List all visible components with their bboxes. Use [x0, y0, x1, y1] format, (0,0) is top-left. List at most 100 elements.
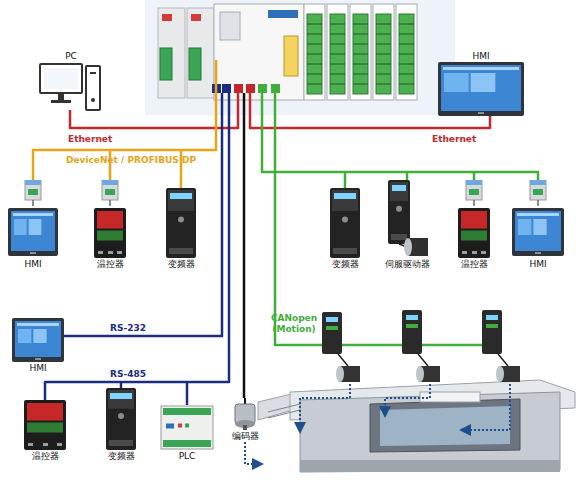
servo-motors-part	[416, 366, 424, 382]
device-icon-svg-part	[332, 190, 358, 211]
device-icon-svg-part	[533, 189, 543, 195]
bus-label: Ethernet	[432, 134, 502, 145]
device-icon-svg-part	[169, 248, 193, 254]
plc-rack-part	[187, 8, 214, 98]
device-icon-svg-part	[535, 252, 541, 254]
packaging-machine-part	[370, 399, 520, 452]
device-label: HMI	[24, 258, 41, 270]
device-icon-svg	[452, 180, 496, 258]
device-icon-svg	[102, 388, 140, 450]
device-icon-svg-part	[27, 423, 63, 433]
device-icon-svg-part	[461, 211, 487, 229]
plc-rack-part	[158, 8, 185, 98]
device-icon-svg-part	[8, 208, 58, 256]
device-icon-svg-part	[97, 211, 123, 229]
device-label: PC	[65, 50, 77, 62]
device-node: 温控器	[88, 180, 132, 270]
device-icon-svg-part	[533, 219, 546, 235]
device-icon	[8, 180, 58, 258]
plc-rack-part	[284, 36, 298, 76]
canopen-wire	[275, 93, 322, 345]
device-icon-svg-part	[28, 189, 38, 195]
device-icon-svg-part	[109, 200, 111, 206]
device-node: 变频器	[326, 188, 364, 270]
plc-rack-part	[350, 4, 371, 100]
device-icon-svg-part	[166, 424, 174, 429]
device-label: 温控器	[461, 258, 488, 270]
device-icon-svg-part	[461, 231, 487, 241]
device-icon-svg-part	[13, 213, 53, 216]
bus-wires	[33, 60, 538, 405]
device-icon-svg-part	[32, 200, 34, 206]
device-icon-svg-part	[28, 443, 33, 446]
servo-drives-part	[486, 324, 498, 328]
device-node: PC	[38, 50, 104, 112]
device-icon-svg-part	[25, 180, 41, 185]
device-label: 变频器	[168, 258, 195, 270]
device-icon	[222, 398, 268, 430]
device-icon-svg-part	[334, 193, 356, 199]
device-icon-svg-part	[530, 180, 546, 200]
device-label: HMI	[529, 258, 546, 270]
canopen-wire	[342, 344, 402, 347]
device-icon-svg-part	[102, 180, 118, 185]
device-icon-svg	[512, 180, 564, 258]
device-icon-svg-part	[86, 66, 100, 110]
device-node: HMI	[8, 180, 58, 270]
plc-rack-part	[191, 14, 201, 21]
device-node: HMI	[438, 50, 524, 116]
device-icon	[160, 405, 214, 450]
device-icon-svg-part	[90, 72, 96, 74]
device-icon-svg-part	[517, 213, 559, 216]
device-icon-svg-part	[110, 393, 132, 399]
device-icon	[452, 180, 496, 258]
servo-drives-part	[406, 315, 418, 320]
device-label: 变频器	[108, 450, 135, 462]
device-icon-svg-part	[51, 100, 71, 103]
encoder-wire	[243, 93, 246, 398]
device-icon-svg	[162, 188, 200, 258]
device-icon-svg-part	[97, 231, 123, 241]
device-icon-svg-part	[444, 73, 469, 92]
device-icon-svg	[160, 405, 214, 450]
device-icon-svg-part	[161, 406, 213, 449]
device-icon-svg-part	[15, 321, 61, 357]
device-icon-svg-part	[12, 318, 64, 362]
device-icon-svg-part	[473, 200, 475, 206]
green-drop	[344, 172, 347, 188]
device-icon-svg-part	[91, 98, 95, 102]
device-node: 变频器	[102, 388, 140, 462]
device-icon	[162, 188, 200, 258]
motion-arrows-part	[465, 384, 510, 430]
device-icon-svg-part	[163, 440, 211, 447]
device-node: 编码器	[222, 398, 268, 442]
plc-rack-part	[271, 84, 280, 93]
device-node: HMI	[512, 180, 564, 270]
device-node: 变频器	[162, 188, 200, 270]
device-label: HMI	[472, 50, 489, 62]
device-icon-svg-part	[471, 73, 496, 92]
device-icon-svg-part	[117, 251, 122, 254]
device-icon-svg-part	[512, 208, 564, 256]
servo-motors	[336, 354, 520, 382]
device-icon-svg-part	[18, 329, 31, 343]
device-node: 温控器	[452, 180, 496, 270]
device-icon-svg-part	[25, 180, 41, 200]
device-icon-svg-part	[537, 200, 539, 206]
green-drop	[473, 172, 476, 180]
device-icon	[88, 180, 132, 258]
device-label: 编码器	[232, 430, 259, 442]
device-icon-svg-part	[243, 425, 247, 430]
plc-rack-part	[162, 14, 172, 21]
device-icon-svg-part	[33, 329, 46, 343]
device-icon-svg-part	[333, 248, 357, 254]
bus-label: RS-232	[110, 323, 170, 334]
device-node: 伺服驱动器	[382, 180, 432, 270]
device-icon-svg-part	[109, 440, 133, 446]
device-icon-svg	[38, 62, 104, 112]
motion-arrows-part	[245, 442, 258, 464]
device-icon-svg-part	[106, 388, 136, 450]
plc-rack	[145, 0, 455, 115]
device-icon-svg-part	[29, 219, 42, 235]
device-icon	[12, 318, 64, 362]
